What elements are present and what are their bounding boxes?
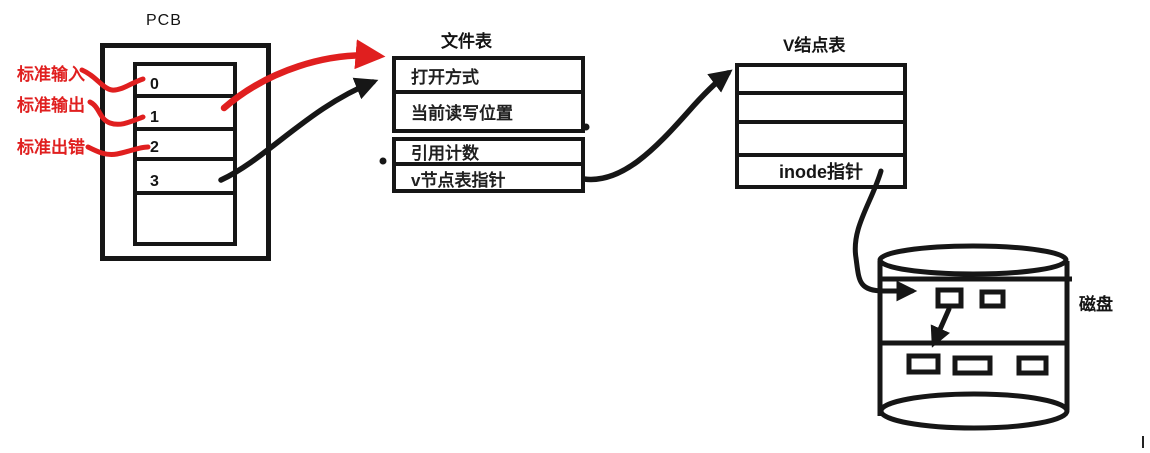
disk-cylinder — [877, 243, 1072, 431]
disk-block-b1 — [906, 353, 941, 375]
fd-number-1: 1 — [150, 109, 159, 126]
vnode-table-title: V结点表 — [783, 36, 846, 55]
label-standard-output: 标准输出 — [17, 96, 85, 115]
vnode-row-inode-pointer: inode指针 — [779, 162, 863, 182]
fd-number-3: 3 — [150, 173, 159, 190]
fd-number-0: 0 — [150, 76, 159, 93]
inode-to-disk-arrow — [852, 168, 918, 302]
disk-block-b3 — [1016, 355, 1049, 376]
vnode-table: inode指针 — [735, 63, 907, 189]
file-table-row-rw-position: 当前读写位置 — [411, 104, 513, 123]
label-standard-input: 标准输入 — [17, 65, 85, 84]
fd-row-3: 3 — [137, 161, 233, 195]
text-cursor — [1142, 436, 1144, 448]
vnode-row-0 — [739, 67, 903, 95]
vnode-row-2 — [739, 124, 903, 157]
file-table-row-ref-count: 引用计数 — [396, 141, 581, 166]
fd-number-2: 2 — [150, 139, 159, 156]
disk-block-a2 — [979, 289, 1006, 309]
fd-row-2: 2 — [137, 131, 233, 161]
pcb-title: PCB — [146, 12, 182, 29]
fd-row-empty — [137, 195, 233, 242]
disk-bottom-ellipse — [878, 391, 1070, 431]
pcb-fd-table: 0 1 2 3 — [133, 62, 237, 246]
ink-dot-left — [379, 157, 387, 165]
file-table-row-open-mode: 打开方式 — [396, 60, 581, 94]
file-table-row-vnode-pointer: v节点表指针 — [411, 171, 506, 190]
file-table-title: 文件表 — [441, 32, 492, 51]
disk-block-b2 — [952, 355, 993, 376]
file-table-lower-box: 引用计数 v节点表指针 — [392, 137, 585, 193]
vnode-row-1 — [739, 95, 903, 124]
label-standard-error: 标准出错 — [17, 138, 85, 157]
fd-row-0: 0 — [137, 66, 233, 98]
disk-top-ellipse — [877, 243, 1069, 277]
disk-block-a1 — [935, 287, 964, 309]
disk-block-to-block-arrow — [930, 306, 952, 348]
disk-label: 磁盘 — [1079, 295, 1113, 314]
fd-row-1: 1 — [137, 98, 233, 131]
file-table-upper-box: 打开方式 当前读写位置 — [392, 56, 585, 133]
filetable-to-vnode-arrow — [581, 69, 733, 183]
